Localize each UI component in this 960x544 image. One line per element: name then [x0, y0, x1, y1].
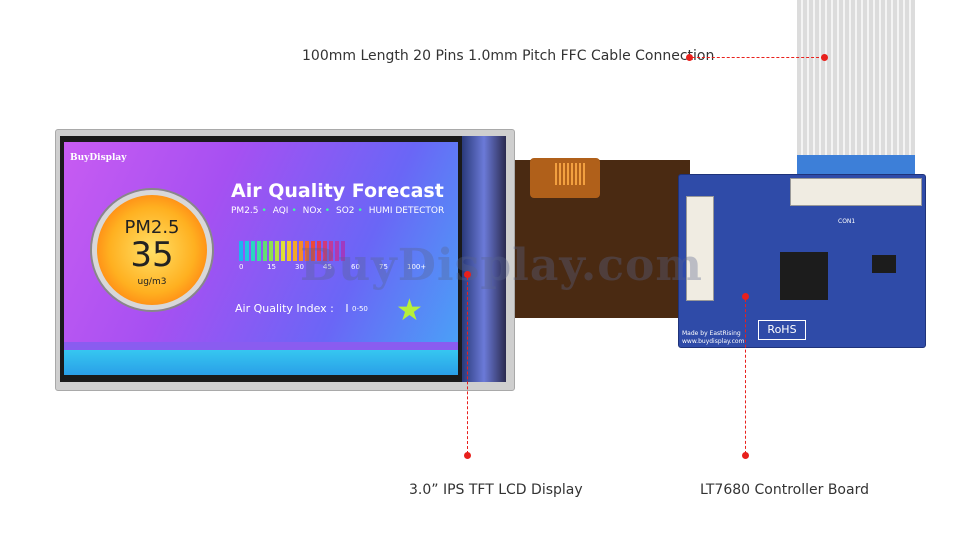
scale-segment: [239, 241, 243, 261]
scale-segment: [293, 241, 297, 261]
scale-segment: [281, 241, 285, 261]
scale-tick: 75: [379, 263, 388, 271]
scale-segment: [299, 241, 303, 261]
lcd-backlight-edge: [462, 136, 506, 382]
ffc-cable: [797, 0, 915, 168]
board-made-by: Made by EastRising: [682, 330, 741, 337]
subtitle-item: HUMI DETECTOR: [368, 206, 445, 216]
scale-segment: [269, 241, 273, 261]
aqi-color-scale: [239, 241, 345, 261]
screen-band-purple: [64, 342, 458, 350]
scale-segment: [323, 241, 327, 261]
scale-tick: 0: [239, 263, 244, 271]
callout-display-line: [467, 277, 468, 454]
screen-brand-logo: BuyDisplay: [70, 153, 127, 163]
scale-segment: [275, 241, 279, 261]
scale-segment: [329, 241, 333, 261]
scale-segment: [335, 241, 339, 261]
scale-segment: [257, 241, 261, 261]
subtitle-item: PM2.5: [231, 206, 259, 216]
callout-cable-dot-end: [821, 54, 828, 61]
air-quality-subtitle: PM2.5• AQI• NOx• SO2• HUMI DETECTOR: [231, 206, 445, 216]
callout-controller-dot-end: [742, 452, 749, 459]
callout-controller-dot-start: [742, 293, 749, 300]
board-url: www.buydisplay.com: [682, 338, 745, 345]
callout-display-dot-end: [464, 452, 471, 459]
pm25-gauge: PM2.5 35 ug/m3: [92, 190, 212, 310]
screen-band-blue: [64, 350, 458, 375]
scale-segment: [251, 241, 255, 261]
callout-display-label: 3.0” IPS TFT LCD Display: [409, 482, 583, 498]
scale-tick: 30: [295, 263, 304, 271]
aqi-scale-ticks: 0 15 30 45 60 75 100+: [239, 263, 434, 273]
scale-tick: 60: [351, 263, 360, 271]
index-value: I: [345, 302, 349, 315]
subtitle-item: NOx: [302, 206, 322, 216]
board-lcd-connector: [686, 196, 714, 301]
scale-segment: [311, 241, 315, 261]
lcd-flex-pads: [555, 163, 585, 185]
watermark: BuyDisplay.com: [300, 240, 703, 291]
scale-segment: [341, 241, 345, 261]
gauge-label: PM2.5: [124, 217, 180, 238]
callout-controller-line: [745, 299, 746, 454]
callout-display-dot-start: [464, 271, 471, 278]
scale-tick: 15: [267, 263, 276, 271]
subtitle-item: SO2: [335, 206, 355, 216]
rohs-mark: RoHS: [758, 320, 806, 340]
air-quality-index: Air Quality Index : I: [235, 302, 349, 315]
index-range: 0-50: [352, 305, 368, 313]
gauge-unit: ug/m3: [137, 277, 167, 287]
lt7680-chip: [780, 252, 828, 300]
star-mascot-icon: ★: [396, 294, 423, 327]
scale-segment: [245, 241, 249, 261]
callout-controller-label: LT7680 Controller Board: [700, 482, 869, 498]
scale-tick: 45: [323, 263, 332, 271]
scale-segment: [263, 241, 267, 261]
scale-segment: [287, 241, 291, 261]
subtitle-item: AQI: [272, 206, 289, 216]
scale-segment: [305, 241, 309, 261]
callout-cable-dot-start: [686, 54, 693, 61]
board-conn-label: CON1: [838, 218, 856, 225]
index-label: Air Quality Index :: [235, 302, 334, 315]
callout-cable-line: [692, 57, 824, 58]
air-quality-title: Air Quality Forecast: [231, 180, 444, 202]
regulator-chip: [872, 255, 896, 273]
board-ffc-connector: [790, 178, 922, 206]
gauge-value: 35: [130, 235, 174, 275]
scale-segment: [317, 241, 321, 261]
callout-cable-label: 100mm Length 20 Pins 1.0mm Pitch FFC Cab…: [302, 48, 715, 64]
scale-tick: 100+: [407, 263, 427, 271]
